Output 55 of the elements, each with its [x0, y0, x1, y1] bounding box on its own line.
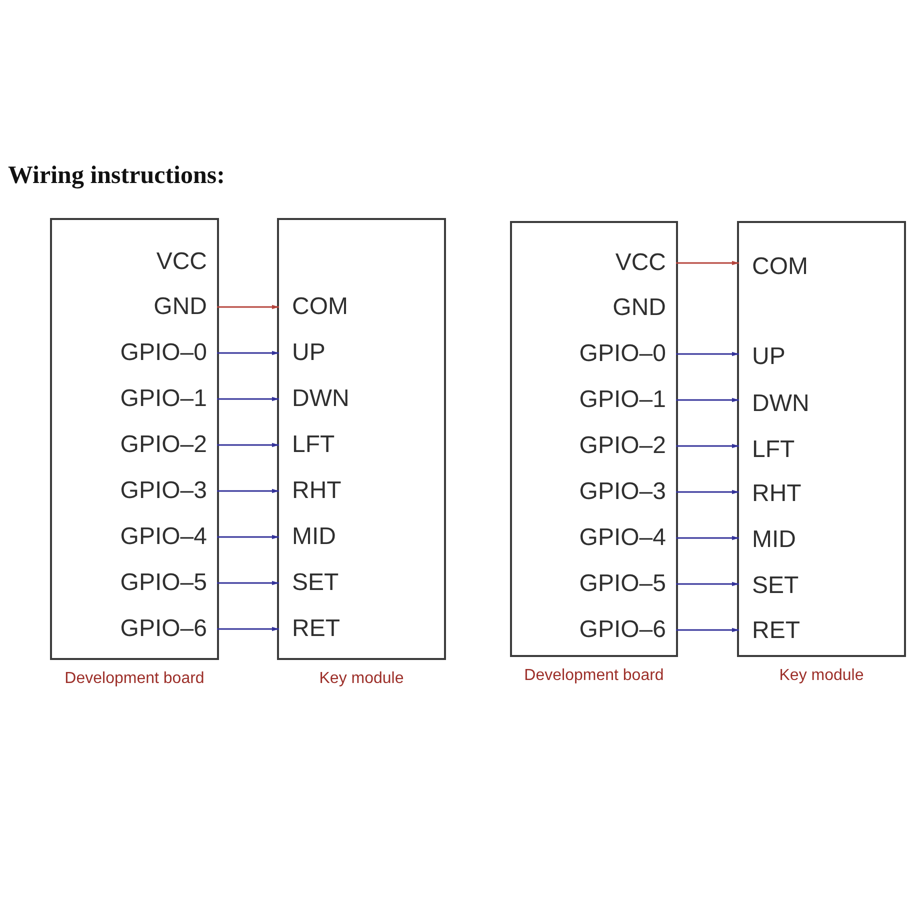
pin-label: LFT: [279, 430, 335, 460]
board-caption: Key module: [779, 667, 864, 685]
pin-label: UP: [279, 338, 326, 368]
pin-label: RHT: [739, 479, 802, 509]
pin-label: GPIO–2: [579, 431, 676, 461]
pin-label: DWN: [739, 389, 810, 419]
board-caption: Development board: [64, 670, 204, 688]
pin-label: SET: [279, 568, 339, 598]
wire-arrow: [676, 352, 739, 356]
pin-label: DWN: [279, 384, 350, 414]
wire-arrow: [217, 396, 279, 402]
pin-label: GPIO–3: [579, 477, 676, 507]
wire-arrow: [217, 304, 279, 310]
pin-label: UP: [739, 342, 786, 372]
pin-label: MID: [279, 522, 336, 552]
pin-label: MID: [739, 525, 796, 555]
wire-arrow: [676, 536, 739, 540]
wire-arrow: [217, 442, 279, 448]
wire-arrow: [217, 626, 279, 632]
pin-label: GPIO–6: [579, 615, 676, 645]
pin-label: GPIO–4: [579, 523, 676, 553]
pin-label: GPIO–4: [120, 522, 217, 552]
pin-label: COM: [279, 292, 348, 322]
wire-arrow: [217, 534, 279, 540]
wire-arrow: [217, 580, 279, 586]
pin-label: GPIO–1: [579, 385, 676, 415]
board-caption: Key module: [319, 670, 404, 688]
pin-label: SET: [739, 571, 799, 601]
pin-label: GPIO–6: [120, 614, 217, 644]
pin-label: RHT: [279, 476, 342, 506]
pin-label: RET: [739, 616, 800, 646]
pin-label: GND: [612, 293, 676, 323]
pin-label: LFT: [739, 435, 795, 465]
pin-label: GPIO–3: [120, 476, 217, 506]
pin-label: GPIO–5: [120, 568, 217, 598]
pin-label: GPIO–0: [120, 338, 217, 368]
pin-label: COM: [739, 252, 808, 282]
wire-arrow: [676, 582, 739, 586]
pin-label: GPIO–5: [579, 569, 676, 599]
wire-arrow: [217, 350, 279, 356]
wire-arrow: [676, 490, 739, 494]
diagram-title: Wiring instructions:: [8, 162, 225, 190]
wire-arrow: [676, 628, 739, 632]
pin-label: GPIO–1: [120, 384, 217, 414]
board-caption: Development board: [524, 667, 664, 685]
pin-label: GND: [154, 292, 217, 322]
pin-label: RET: [279, 614, 340, 644]
wire-arrow: [676, 260, 739, 266]
pin-label: VCC: [156, 247, 217, 277]
pin-label: VCC: [615, 248, 676, 278]
pin-label: GPIO–2: [120, 430, 217, 460]
pin-label: GPIO–0: [579, 339, 676, 369]
wire-arrow: [676, 444, 739, 448]
wire-arrow: [676, 398, 739, 402]
wire-arrow: [217, 488, 279, 494]
